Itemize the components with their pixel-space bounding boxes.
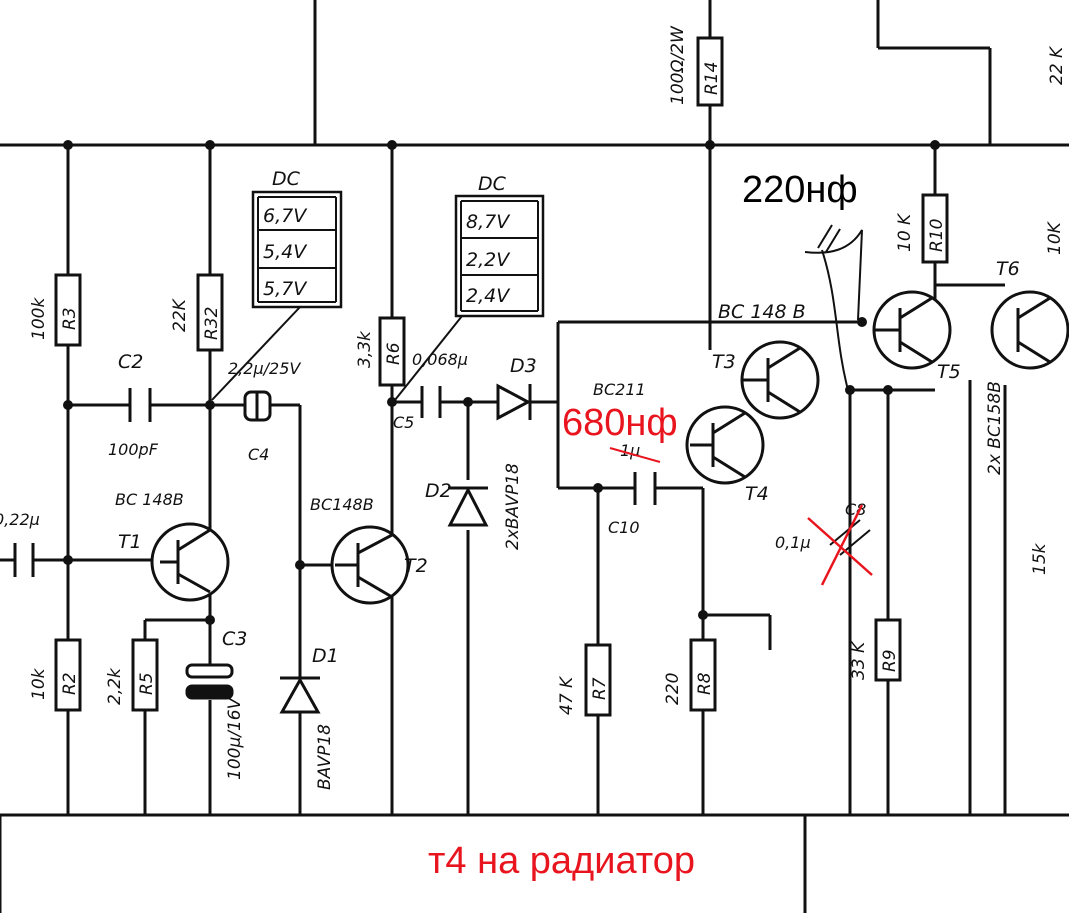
dc-table-2-value-2: 2,2V bbox=[466, 249, 511, 271]
resistor-r3-ref: R3 bbox=[60, 307, 80, 330]
capacitor-c4: C4 2,2µ/25V bbox=[228, 359, 301, 464]
resistor-r32-ref: R32 bbox=[202, 307, 222, 340]
resistor-r10: R10 10 K bbox=[895, 193, 949, 264]
edge-label-top-right: 22 K bbox=[1047, 45, 1067, 85]
resistor-r2-value: 10k bbox=[29, 667, 49, 700]
capacitor-c2: C2 100pF bbox=[108, 351, 159, 459]
resistor-r2: R2 10k bbox=[29, 638, 82, 712]
capacitor-c3: C3 100µ/16V bbox=[185, 628, 247, 780]
capacitor-c3-ref: C3 bbox=[222, 628, 247, 650]
resistor-r10-value: 10 K bbox=[895, 212, 915, 252]
added-capacitor-sketch bbox=[804, 224, 863, 391]
annotation-c10-replacement: 680нф bbox=[562, 402, 678, 444]
transistor-t5-type: 2x BC158B bbox=[985, 381, 1005, 475]
dc-table-1-value-3: 5,7V bbox=[263, 278, 308, 300]
capacitor-c5-ref: C5 bbox=[393, 413, 414, 432]
transistor-t4-type: BC211 bbox=[593, 380, 646, 399]
capacitor-input: 0,22µ bbox=[0, 510, 40, 577]
diode-d2-type: 2xBAVP18 bbox=[503, 463, 523, 550]
resistor-r7: R7 47 K bbox=[557, 643, 612, 717]
transistor-t3-type: BC 148 B bbox=[718, 301, 806, 323]
capacitor-c4-ref: C4 bbox=[248, 445, 269, 464]
edge-label-right-mid: 10K bbox=[1045, 220, 1065, 255]
diode-d1: D1 BAVP18 bbox=[279, 645, 339, 790]
capacitor-c2-value: 100pF bbox=[108, 440, 159, 459]
resistor-r8: R8 220 bbox=[663, 638, 717, 712]
transistor-t2-ref: T2 bbox=[404, 555, 428, 577]
transistor-t1: T1 BC 148B bbox=[115, 490, 230, 602]
capacitor-c8-value: 0,1µ bbox=[775, 533, 811, 552]
resistor-r9-value: 33 K bbox=[849, 640, 869, 680]
dc-table-2-title: DC bbox=[478, 173, 507, 195]
transistor-t1-ref: T1 bbox=[118, 531, 142, 553]
dc-table-1: DC 6,7V 5,4V 5,7V bbox=[211, 168, 343, 401]
dc-table-1-title: DC bbox=[272, 168, 301, 190]
diode-d3: D3 bbox=[496, 355, 537, 421]
capacitor-input-value: 0,22µ bbox=[0, 510, 40, 529]
transistor-t1-type: BC 148B bbox=[115, 490, 184, 509]
dc-table-1-value-1: 6,7V bbox=[263, 205, 308, 227]
dc-table-2-value-1: 8,7V bbox=[466, 211, 511, 233]
resistor-r2-ref: R2 bbox=[60, 672, 80, 695]
diode-d3-ref: D3 bbox=[510, 355, 537, 377]
resistor-r8-ref: R8 bbox=[695, 672, 715, 695]
transistor-t5-ref: T5 bbox=[937, 361, 961, 383]
cross-out-mark bbox=[807, 504, 873, 586]
resistor-r9: R9 33 K bbox=[849, 618, 902, 682]
transistor-t4: T4 BC211 bbox=[593, 380, 769, 505]
edge-label-right-low: 15k bbox=[1030, 542, 1050, 575]
resistor-r14: R14 100Ω/2W bbox=[668, 25, 724, 107]
resistor-r32: R32 22K bbox=[170, 273, 224, 352]
resistor-r10-ref: R10 bbox=[927, 219, 947, 252]
transistor-t5: T5 2x BC158B bbox=[872, 290, 1005, 475]
dc-table-2-value-3: 2,4V bbox=[466, 285, 511, 307]
resistor-r3: R3 100k bbox=[29, 273, 82, 347]
transistor-t2: T2 BC148B bbox=[310, 495, 428, 605]
transistor-t4-ref: T4 bbox=[745, 483, 769, 505]
capacitor-c4-value: 2,2µ/25V bbox=[228, 359, 301, 378]
resistor-r7-value: 47 K bbox=[557, 675, 577, 715]
diode-d1-type: BAVP18 bbox=[315, 724, 335, 790]
svg-text:T6: T6 bbox=[996, 258, 1020, 280]
capacitor-c10-ref: C10 bbox=[608, 518, 640, 537]
capacitor-c8: C8 0,1µ bbox=[775, 500, 873, 586]
junctions bbox=[63, 140, 940, 625]
resistor-r6-value: 3,3k bbox=[355, 330, 375, 368]
dc-table-1-value-2: 5,4V bbox=[263, 241, 308, 263]
resistor-r5: R5 2,2k bbox=[105, 638, 159, 712]
resistor-r9-ref: R9 bbox=[880, 649, 900, 672]
capacitor-c2-ref: C2 bbox=[118, 351, 143, 373]
dc-table-2: DC 8,7V 2,2V 2,4V bbox=[394, 173, 545, 401]
resistor-r3-value: 100k bbox=[29, 297, 49, 340]
transistor-t3-ref: T3 bbox=[712, 351, 736, 373]
transistor-t2-type: BC148B bbox=[310, 495, 374, 514]
diode-d2: D2 2xBAVP18 bbox=[425, 463, 523, 550]
resistor-r7-ref: R7 bbox=[590, 677, 610, 700]
resistor-r6-ref: R6 bbox=[384, 342, 404, 365]
transistor-t3: T3 BC 148 B bbox=[712, 301, 820, 420]
capacitor-c5: C5 0,068µ bbox=[393, 350, 468, 432]
annotation-added-capacitor: 220нф bbox=[742, 169, 858, 211]
resistor-r32-value: 22K bbox=[170, 297, 190, 332]
resistor-r5-value: 2,2k bbox=[105, 667, 125, 705]
capacitor-c3-value: 100µ/16V bbox=[225, 696, 245, 780]
resistor-r6: R6 3,3k bbox=[355, 316, 406, 387]
resistor-r14-ref: R14 bbox=[702, 62, 722, 95]
resistor-r5-ref: R5 bbox=[137, 672, 157, 695]
resistor-r8-value: 220 bbox=[663, 673, 683, 705]
diode-d1-ref: D1 bbox=[312, 645, 339, 667]
diode-d2-ref: D2 bbox=[425, 480, 452, 502]
capacitor-c5-value: 0,068µ bbox=[412, 350, 468, 369]
capacitor-c10: C10 1µ bbox=[608, 441, 661, 537]
annotation-t4-heatsink-note: т4 на радиатор bbox=[428, 840, 695, 882]
transistor-t6: T6 bbox=[990, 258, 1069, 370]
resistor-r14-value: 100Ω/2W bbox=[668, 25, 688, 105]
